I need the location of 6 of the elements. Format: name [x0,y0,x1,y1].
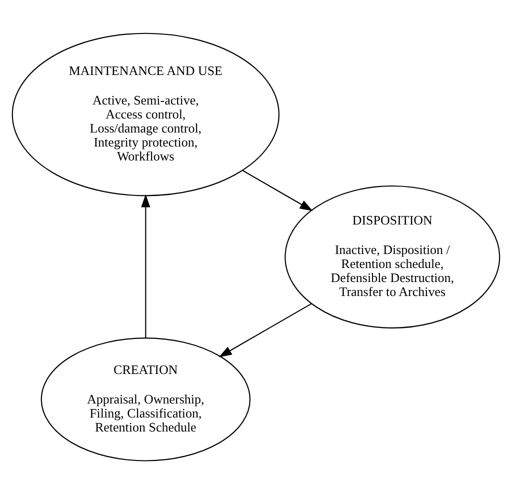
arrow [218,302,312,357]
node-ellipse: MAINTENANCE AND USE Active, Semi-active, Access control, Loss/damage control, Integrity protection, Workflows [12,32,280,196]
arrow [141,194,150,338]
arrow [242,169,313,211]
node-ellipse: CREATION Appraisal, Ownership, Filing, Classification, Retention Schedule [40,337,251,461]
node-ellipse: DISPOSITION Inactive, Disposition / Retention schedule, Defensible Destruction, Transfer to Archives [284,184,500,328]
